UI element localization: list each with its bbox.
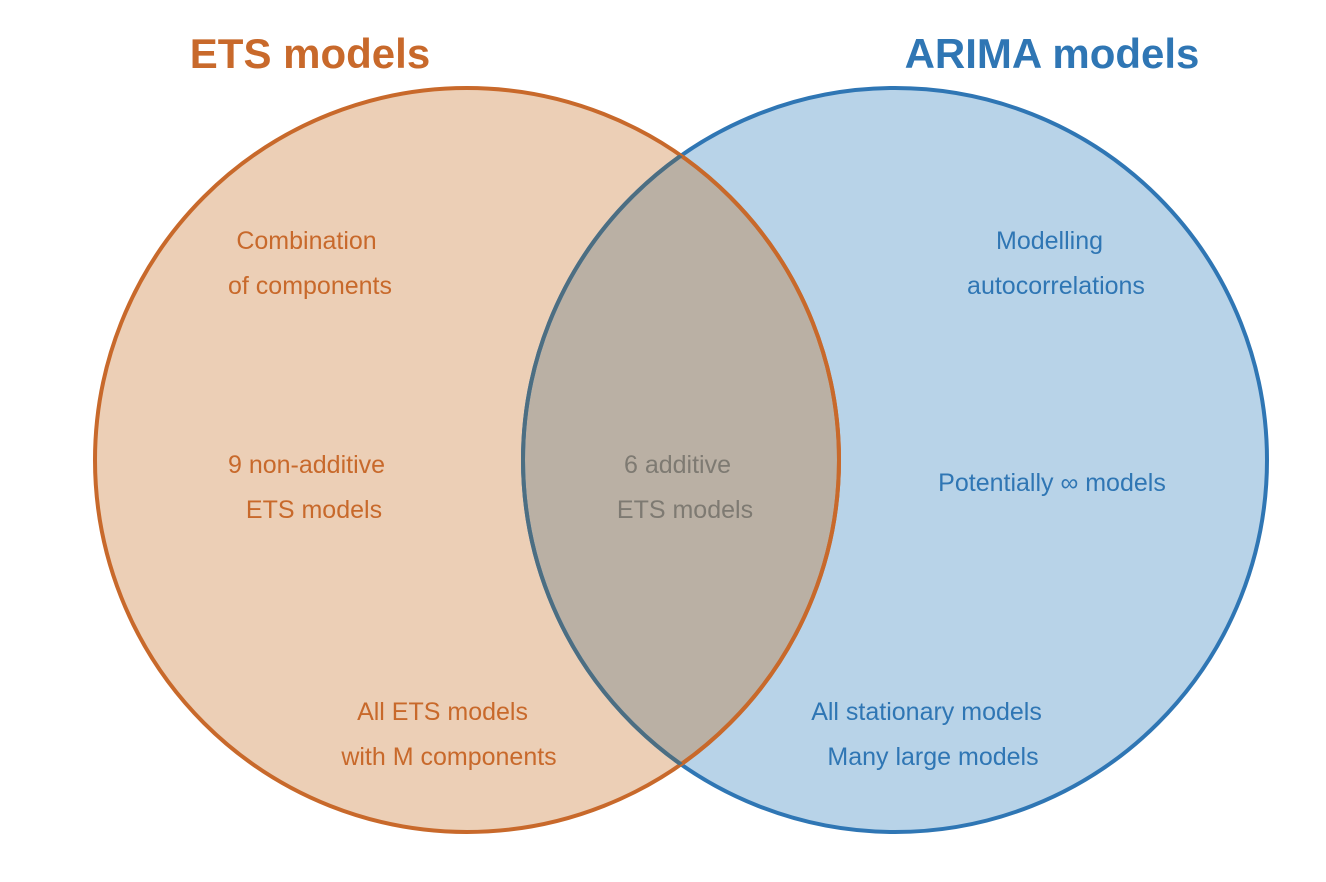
ets-region-bottom: All ETS models with M components	[340, 698, 556, 771]
ets-region-middle-line-2: ETS models	[246, 496, 382, 524]
arima-region-middle-line-1: Potentially ∞ models	[938, 469, 1166, 497]
intersection-label: 6 additive ETS models	[617, 451, 753, 524]
ets-title: ETS models	[190, 30, 430, 77]
intersection-line-2: ETS models	[617, 496, 753, 524]
arima-region-middle: Potentially ∞ models	[938, 469, 1166, 497]
arima-region-top-line-2: autocorrelations	[967, 272, 1145, 300]
ets-region-middle: 9 non-additive ETS models	[228, 451, 392, 524]
ets-region-top: Combination of components	[228, 227, 392, 300]
ets-region-top-line-1: Combination	[236, 227, 376, 255]
arima-region-bottom-line-1: All stationary models	[811, 698, 1042, 726]
arima-title: ARIMA models	[905, 30, 1200, 77]
ets-region-bottom-line-2: with M components	[340, 743, 556, 771]
intersection-line-1: 6 additive	[624, 451, 731, 479]
arima-outline-in-overlap	[521, 88, 839, 832]
arima-region-top-line-1: Modelling	[996, 227, 1103, 255]
ets-region-top-line-2: of components	[228, 272, 392, 300]
ets-region-bottom-line-1: All ETS models	[357, 698, 528, 726]
ets-outline-in-overlap	[523, 88, 841, 832]
arima-region-top: Modelling autocorrelations	[967, 227, 1145, 300]
arima-region-bottom-line-2: Many large models	[827, 743, 1038, 771]
intersection-region	[523, 88, 839, 832]
arima-region-bottom: All stationary models Many large models	[811, 698, 1049, 771]
ets-region-middle-line-1: 9 non-additive	[228, 451, 385, 479]
